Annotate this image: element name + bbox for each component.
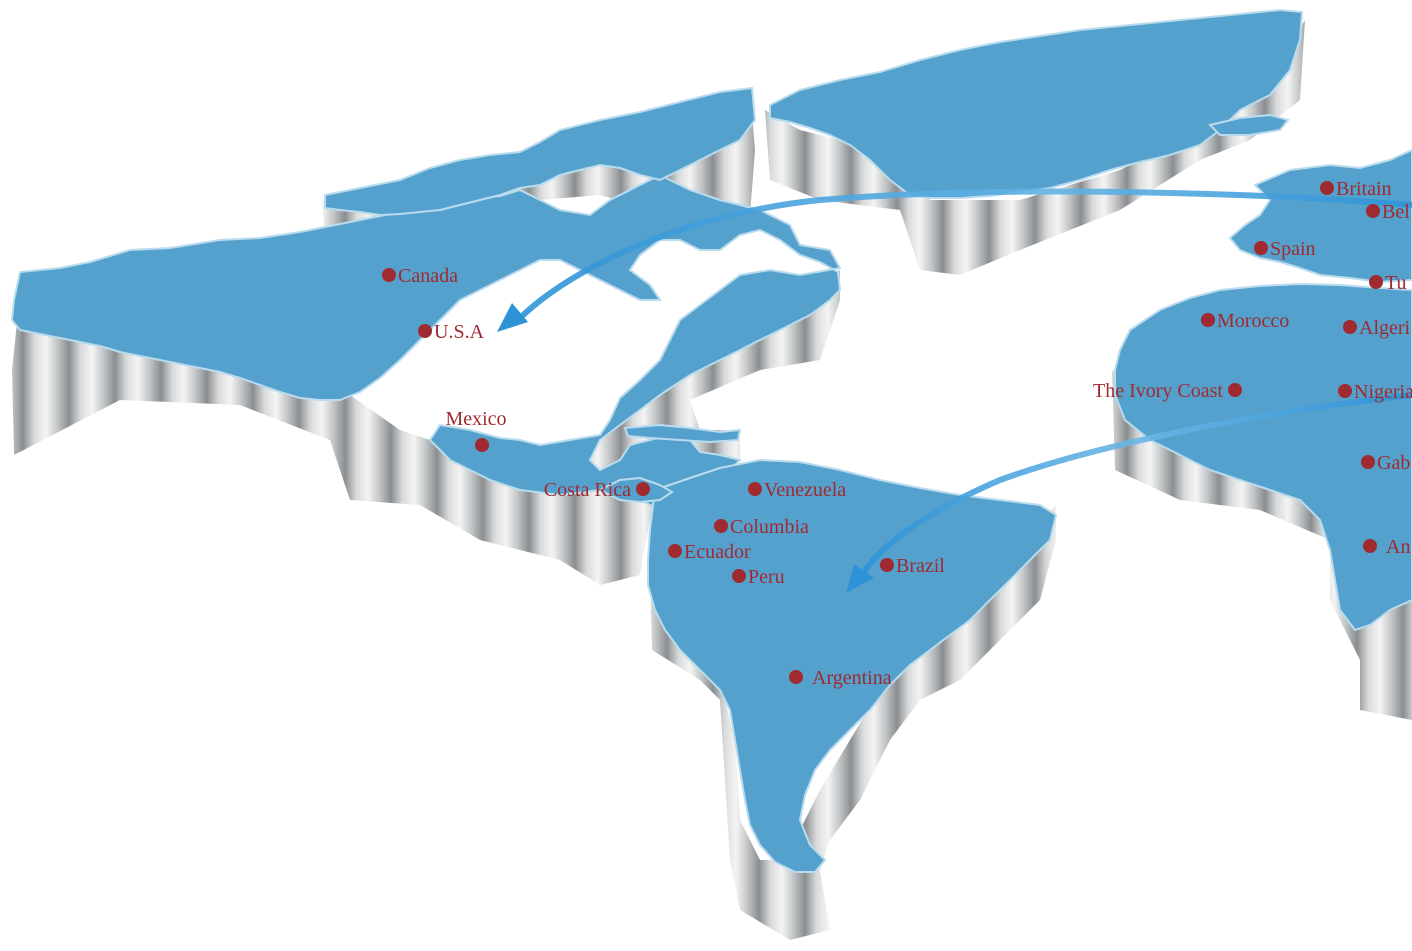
route-arrow-europe-usa bbox=[517, 188, 1412, 321]
location-label-ivory-coast: The Ivory Coast bbox=[1093, 380, 1223, 402]
africa bbox=[1114, 282, 1412, 632]
location-label-canada: Canada bbox=[398, 265, 458, 287]
north-america-extrusion bbox=[12, 270, 840, 585]
location-marker-icon bbox=[1254, 241, 1268, 255]
caribbean-islands bbox=[623, 423, 742, 444]
iceland bbox=[1208, 113, 1290, 136]
location-label-nigeria: Nigeria bbox=[1354, 381, 1412, 403]
location-label-spain: Spain bbox=[1270, 238, 1316, 260]
location-marker-icon bbox=[1363, 539, 1377, 553]
location-label-morocco: Morocco bbox=[1217, 310, 1289, 332]
location-label-peru: Peru bbox=[748, 566, 785, 588]
location-marker-icon bbox=[1201, 313, 1215, 327]
location-marker-icon bbox=[748, 482, 762, 496]
route-arrow-icon bbox=[497, 303, 528, 332]
location-marker-icon bbox=[789, 670, 803, 684]
location-label-britain: Britain bbox=[1336, 178, 1392, 200]
routes bbox=[497, 188, 1412, 593]
location-label-brazil: Brazil bbox=[896, 555, 945, 577]
route-arrow-africa-brazil bbox=[859, 392, 1412, 577]
location-marker-icon bbox=[732, 569, 746, 583]
location-marker-icon bbox=[418, 324, 432, 338]
location-marker-icon bbox=[382, 268, 396, 282]
location-marker-icon bbox=[1343, 320, 1357, 334]
location-label-angola: An bbox=[1386, 536, 1410, 558]
location-label-gabon: Gab bbox=[1377, 452, 1410, 474]
location-marker-icon bbox=[1320, 181, 1334, 195]
location-marker-icon bbox=[475, 438, 489, 452]
arctic-islands bbox=[324, 86, 757, 217]
location-label-belgium: Bel bbox=[1382, 201, 1410, 223]
location-label-mexico: Mexico bbox=[445, 408, 506, 430]
location-marker-icon bbox=[714, 519, 728, 533]
location-label-usa: U.S.A bbox=[434, 321, 485, 343]
continent-tops bbox=[10, 8, 1412, 873]
greenland-extrusion bbox=[765, 20, 1305, 275]
location-marker-icon bbox=[1369, 275, 1383, 289]
location-label-costa-rica: Costa Rica bbox=[544, 479, 631, 501]
location-marker-icon bbox=[1338, 384, 1352, 398]
north-america bbox=[10, 173, 842, 512]
south-america bbox=[647, 458, 1058, 873]
location-marker-icon bbox=[1228, 383, 1242, 397]
location-marker-icon bbox=[880, 558, 894, 572]
location-label-argentina: Argentina bbox=[812, 667, 892, 689]
location-marker-icon bbox=[636, 482, 650, 496]
location-marker-icon bbox=[1361, 455, 1375, 469]
central-america bbox=[597, 476, 674, 504]
location-label-venezuela: Venezuela bbox=[764, 479, 846, 501]
route-arrow-icon bbox=[846, 564, 874, 593]
location-marker-icon bbox=[668, 544, 682, 558]
location-label-columbia: Columbia bbox=[730, 516, 809, 538]
location-label-algeria: Algeri bbox=[1359, 317, 1411, 339]
europe bbox=[1228, 148, 1412, 284]
location-label-ecuador: Ecuador bbox=[684, 541, 751, 563]
location-label-turkey: Tu bbox=[1385, 272, 1407, 294]
location-marker-icon bbox=[1366, 204, 1380, 218]
